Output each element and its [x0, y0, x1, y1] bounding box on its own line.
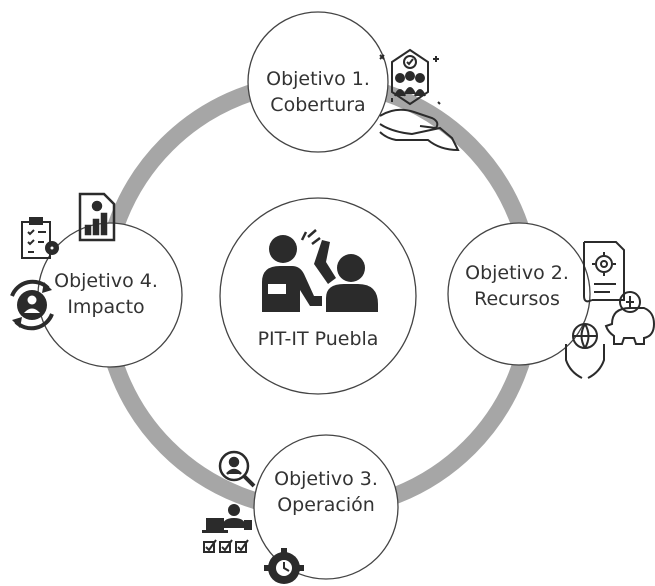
objective-1-title: Objetivo 1.: [266, 68, 370, 90]
user-cycle-icon: [10, 279, 54, 331]
objective-1-circle: [247, 11, 389, 153]
high-five-icon: [262, 229, 378, 312]
objective-4-label: Objetivo 4. Impacto: [44, 268, 168, 320]
piggy-bank-icon: [604, 291, 655, 345]
objective-2-name: Recursos: [474, 288, 560, 310]
gear-clock-icon: [264, 548, 304, 584]
globe-hands-icon: [565, 323, 605, 379]
objective-4-name: Impacto: [67, 296, 145, 318]
objective-3-title: Objetivo 3.: [274, 468, 378, 490]
objective-2-title: Objetivo 2.: [465, 262, 569, 284]
clipboard-gear-icon: [21, 217, 59, 259]
checklist-icon: [203, 539, 249, 553]
report-chart-icon: [78, 192, 116, 242]
center-label: PIT-IT Puebla: [257, 328, 379, 350]
magnifier-user-icon: [218, 450, 256, 488]
objective-1-name: Cobertura: [270, 94, 366, 116]
gear-certificate-icon: [583, 241, 625, 303]
objective-3-circle: [253, 434, 399, 580]
objective-1-label: Objetivo 1. Cobertura: [248, 66, 388, 118]
objective-2-circle: [447, 222, 591, 366]
open-hand-icon: [379, 108, 460, 152]
community-shield-icon: [379, 48, 441, 106]
objective-3-label: Objetivo 3. Operación: [256, 466, 396, 518]
laptop-user-icon: [202, 504, 252, 533]
objective-2-label: Objetivo 2. Recursos: [452, 260, 582, 312]
objective-4-title: Objetivo 4.: [54, 270, 158, 292]
objective-3-name: Operación: [277, 494, 375, 516]
